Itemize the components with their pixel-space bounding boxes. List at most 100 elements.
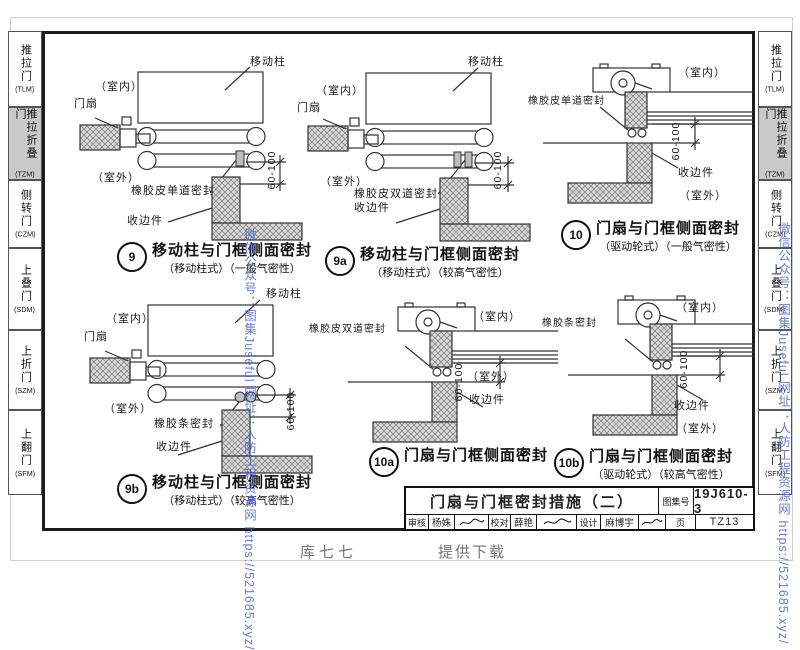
detail-9a-post-label: 移动柱 bbox=[468, 56, 504, 68]
detail-10a-trim-label: 收边件 bbox=[469, 394, 505, 406]
detail-10-trim-label: 收边件 bbox=[678, 167, 714, 179]
detail-10a-outdoor-label: （室外） bbox=[467, 371, 515, 383]
detail-10-subtitle: （驱动轮式）（一般气密性） bbox=[599, 241, 737, 253]
detail-9b-post-label: 移动柱 bbox=[266, 288, 302, 300]
detail-10-caption: 10 门扇与门框侧面密封 （驱动轮式）（一般气密性） bbox=[561, 220, 740, 254]
page-label: 页 bbox=[665, 515, 695, 529]
tab-code: (TZM) bbox=[15, 170, 35, 179]
tab-code: (SZM) bbox=[765, 386, 785, 395]
detail-9b-caption: 9b 移动柱与门框侧面密封 （移动柱式）（较高气密性） bbox=[117, 474, 312, 508]
detail-9b-outdoor-label: （室外） bbox=[104, 403, 152, 415]
detail-9b-trim-label: 收边件 bbox=[156, 441, 192, 453]
tab-label: 推拉门 bbox=[19, 44, 32, 83]
detail-10b-dimension: 60-100 bbox=[678, 349, 690, 389]
tab-label: 上翻门 bbox=[19, 427, 32, 467]
footer-download-text: 提供下载 bbox=[438, 544, 507, 561]
detail-10a-indoor-label: （室内） bbox=[473, 311, 521, 323]
design-label: 设计 bbox=[576, 515, 600, 529]
detail-9a-caption: 9a 移动柱与门框侧面密封 （移动柱式）（较高气密性） bbox=[325, 246, 520, 280]
sidebar-item-czm-right[interactable]: 侧转门 (CZM) bbox=[758, 180, 792, 248]
tab-label: 推拉折叠门 bbox=[764, 108, 787, 160]
detail-10b-trim-label: 收边件 bbox=[674, 400, 710, 412]
tab-label: 侧转门 bbox=[769, 189, 782, 228]
drawing-frame bbox=[42, 31, 755, 531]
tab-code: (SDM) bbox=[14, 305, 36, 314]
detail-9a-trim-label: 收边件 bbox=[354, 202, 390, 214]
sidebar-item-sdm-left[interactable]: 上叠门 (SDM) bbox=[8, 248, 42, 330]
detail-9b-dimension: 60-100 bbox=[285, 391, 297, 431]
sidebar-item-tzm-left[interactable]: 推拉折叠门 (TZM) bbox=[8, 107, 42, 180]
tab-label: 上折门 bbox=[19, 345, 32, 384]
sidebar-item-sfm-left[interactable]: 上翻门 (SFM) bbox=[8, 410, 42, 495]
atlas-number: 19J610-3 bbox=[693, 488, 753, 514]
sidebar-item-szm-right[interactable]: 上折门 (SZM) bbox=[758, 330, 792, 410]
detail-10b-seal-label: 橡胶条密封 bbox=[542, 318, 597, 329]
detail-10b-subtitle: （驱动轮式）（较高气密性） bbox=[592, 469, 730, 481]
review-name: 杨姝 bbox=[428, 515, 454, 529]
sidebar-item-tlm-right[interactable]: 推拉门 (TLM) bbox=[758, 31, 792, 107]
review-signature bbox=[454, 515, 488, 529]
sidebar-item-tzm-right[interactable]: 推拉折叠门 (TZM) bbox=[758, 107, 792, 180]
detail-9-trim-label: 收边件 bbox=[127, 215, 163, 227]
check-label: 校对 bbox=[488, 515, 510, 529]
detail-9a-indoor-label: （室内） bbox=[316, 85, 364, 97]
sidebar-item-czm-left[interactable]: 侧转门 (CZM) bbox=[8, 180, 42, 248]
detail-10-number-badge: 10 bbox=[561, 220, 591, 250]
page-number: TZ13 bbox=[695, 515, 753, 529]
detail-9a-drawing bbox=[307, 67, 531, 242]
detail-9-title: 移动柱与门框侧面密封 bbox=[152, 242, 313, 259]
detail-10b-drawing bbox=[567, 295, 755, 436]
tab-label: 推拉门 bbox=[769, 44, 782, 83]
detail-9b-indoor-label: （室内） bbox=[106, 313, 154, 325]
detail-10b-indoor-label: （室内） bbox=[676, 302, 724, 314]
detail-10a-caption: 10a 门扇与门框侧面密封 bbox=[369, 447, 548, 477]
check-signature bbox=[536, 515, 576, 529]
detail-9b-subtitle: （移动柱式）（较高气密性） bbox=[163, 495, 301, 507]
detail-9b-number-badge: 9b bbox=[117, 474, 147, 504]
sidebar-item-sfm-right[interactable]: 上翻门 (SFM) bbox=[758, 410, 792, 495]
tab-code: (SDM) bbox=[764, 305, 786, 314]
tab-code: (TLM) bbox=[15, 85, 35, 94]
check-name: 薛艳 bbox=[510, 515, 536, 529]
detail-10b-title: 门扇与门框侧面密封 bbox=[589, 448, 734, 465]
detail-10-outdoor-label: （室外） bbox=[679, 190, 727, 202]
detail-10a-seal-label: 橡胶皮双道密封 bbox=[309, 324, 386, 335]
sidebar-item-tlm-left[interactable]: 推拉门 (TLM) bbox=[8, 31, 42, 107]
tab-code: (SZM) bbox=[15, 386, 35, 395]
detail-10-seal-label: 橡胶皮单道密封 bbox=[528, 96, 605, 107]
signature-scribble bbox=[459, 518, 484, 525]
detail-10a-number-badge: 10a bbox=[369, 447, 399, 477]
detail-9a-seal-label: 橡胶皮双道密封 bbox=[354, 188, 438, 200]
signature-scribble bbox=[543, 517, 571, 524]
detail-9-subtitle: （移动柱式）（一般气密性） bbox=[163, 263, 301, 275]
detail-9a-dimension: 60-100 bbox=[492, 150, 504, 190]
detail-10-dimension: 60-100 bbox=[670, 121, 682, 161]
tab-label: 上翻门 bbox=[769, 427, 782, 467]
tab-label: 推拉折叠门 bbox=[14, 108, 37, 160]
detail-9-door-label: 门扇 bbox=[74, 98, 98, 110]
detail-10a-title: 门扇与门框侧面密封 bbox=[404, 447, 549, 464]
detail-9-seal-label: 橡胶皮单道密封 bbox=[131, 185, 215, 197]
detail-9a-title: 移动柱与门框侧面密封 bbox=[360, 246, 521, 263]
detail-10b-number-badge: 10b bbox=[554, 448, 584, 478]
tab-code: (CZM) bbox=[764, 230, 786, 239]
design-name: 麻博宇 bbox=[600, 515, 638, 529]
detail-9-dimension: 60-100 bbox=[266, 150, 278, 190]
atlas-page: { "page": { "watermark": "微信公众号：图集Jusefu… bbox=[8, 17, 793, 650]
atlas-number-label: 图集号 bbox=[658, 488, 693, 514]
detail-9-indoor-label: （室内） bbox=[95, 81, 143, 93]
tab-label: 上叠门 bbox=[769, 264, 782, 303]
detail-9-outdoor-label: （室外） bbox=[92, 172, 140, 184]
detail-10b-outdoor-label: （室外） bbox=[676, 423, 724, 435]
signature-scribble bbox=[641, 518, 663, 525]
sidebar-item-sdm-right[interactable]: 上叠门 (SDM) bbox=[758, 248, 792, 330]
detail-10a-dimension: 60-100 bbox=[453, 362, 465, 402]
tab-label: 上叠门 bbox=[19, 264, 32, 303]
sidebar-item-szm-left[interactable]: 上折门 (SZM) bbox=[8, 330, 42, 410]
sheet-title: 门扇与门框密封措施（二） bbox=[429, 493, 634, 511]
tab-label: 上折门 bbox=[769, 345, 782, 384]
detail-9a-door-label: 门扇 bbox=[297, 102, 321, 114]
review-label: 审核 bbox=[407, 517, 426, 528]
detail-9b-seal-label: 橡胶条密封 bbox=[154, 418, 214, 430]
tab-code: (SFM) bbox=[765, 468, 785, 478]
